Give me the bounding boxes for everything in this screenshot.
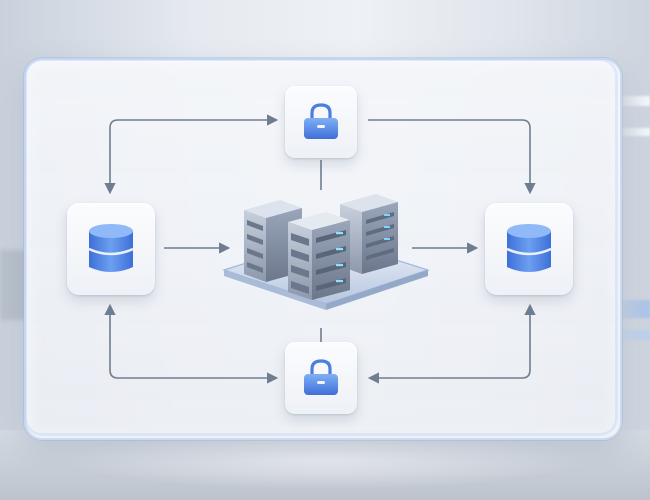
server-cluster-node[interactable] xyxy=(216,186,434,322)
lock-node-bottom[interactable] xyxy=(285,342,357,414)
server-rack-front xyxy=(288,212,350,300)
connector-top-right xyxy=(368,119,536,195)
lock-icon xyxy=(304,103,338,139)
database-node-right[interactable] xyxy=(485,203,573,295)
connector-right-bottom xyxy=(367,303,536,384)
database-icon xyxy=(506,224,552,272)
database-node-left[interactable] xyxy=(67,203,155,295)
floor-reflection xyxy=(60,440,590,490)
background-light xyxy=(610,96,650,106)
background-light xyxy=(610,128,650,136)
lock-icon xyxy=(304,359,338,395)
background-light xyxy=(610,330,650,340)
lock-node-top[interactable] xyxy=(285,86,357,158)
connector-left-bottom xyxy=(104,303,279,384)
server-rack-icon xyxy=(222,194,430,310)
connector-top-left xyxy=(104,114,279,195)
database-icon xyxy=(88,224,134,272)
background-shelf xyxy=(0,250,28,320)
